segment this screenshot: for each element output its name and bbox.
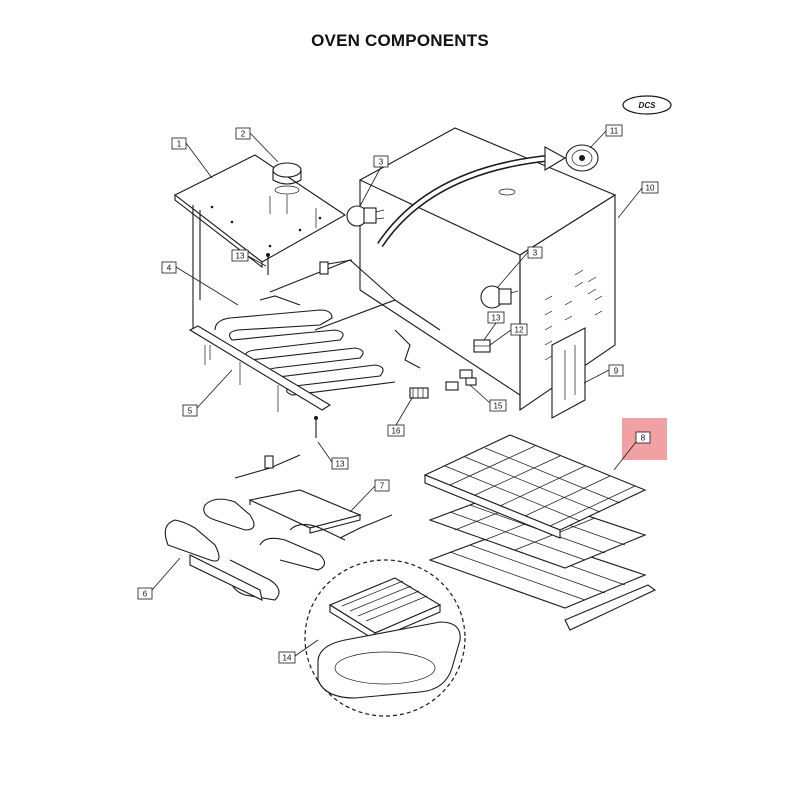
logo-text: DCS [639,101,657,110]
callout-15: 15 [469,384,507,412]
callout-9: 9 [583,364,624,384]
callout-1: 1 [171,137,213,179]
broiler-pan [304,559,466,717]
callout-6: 6 [137,557,181,600]
callout-8: 8 [613,431,651,471]
element-bracket [188,325,332,412]
rack-lower [428,529,657,631]
oven-light-lower [480,285,519,309]
direction-arrow [377,146,567,247]
diagram-title: OVEN COMPONENTS [311,31,489,50]
callout-11: 11 [589,124,623,149]
callout-5: 5 [182,369,233,417]
svg-text:6: 6 [143,590,148,599]
callout-13-top: 13 [231,249,267,267]
bake-element-tray [248,489,362,534]
clips [445,369,477,391]
callout-3-lower: 3 [496,246,543,289]
svg-text:7: 7 [380,482,385,491]
top-cover-plate [173,154,347,330]
svg-text:14: 14 [283,654,292,663]
svg-text:11: 11 [610,127,619,136]
callout-16: 16 [387,397,413,437]
svg-text:3: 3 [533,249,538,258]
convection-fan [565,144,599,172]
svg-text:10: 10 [646,184,655,193]
svg-text:12: 12 [515,326,524,335]
vent-slots [544,269,603,361]
svg-text:16: 16 [392,427,401,436]
oven-racks [423,434,657,631]
screws [266,253,318,438]
callout-10: 10 [617,181,659,219]
svg-text:9: 9 [614,367,619,376]
terminal-block [473,339,491,353]
svg-text:3: 3 [379,158,384,167]
svg-text:13: 13 [336,460,345,469]
svg-text:1: 1 [177,140,182,149]
dcs-logo: DCS [622,95,672,115]
callout-4: 4 [161,261,239,306]
side-plate [551,327,586,419]
callout-14: 14 [278,639,319,664]
bake-element [164,454,393,601]
callout-13-mid: 13 [483,311,505,341]
oven-cavity [358,127,617,412]
svg-text:5: 5 [188,407,193,416]
svg-text:15: 15 [494,402,503,411]
callout-3-upper: 3 [359,155,389,207]
svg-text:4: 4 [167,264,172,273]
connector [409,387,429,399]
broil-element [214,259,441,396]
svg-text:13: 13 [236,252,245,261]
top-thermostat [269,162,317,228]
callouts: 1 2 3 3 4 5 6 [137,124,659,664]
callout-2: 2 [235,127,279,163]
svg-text:2: 2 [241,130,246,139]
callout-13-bottom: 13 [317,441,349,470]
svg-text:8: 8 [641,434,646,443]
callout-12: 12 [489,323,528,346]
svg-text:13: 13 [492,314,501,323]
callout-7: 7 [349,479,390,513]
oven-light-upper [346,205,385,227]
rack-upper [423,434,647,539]
